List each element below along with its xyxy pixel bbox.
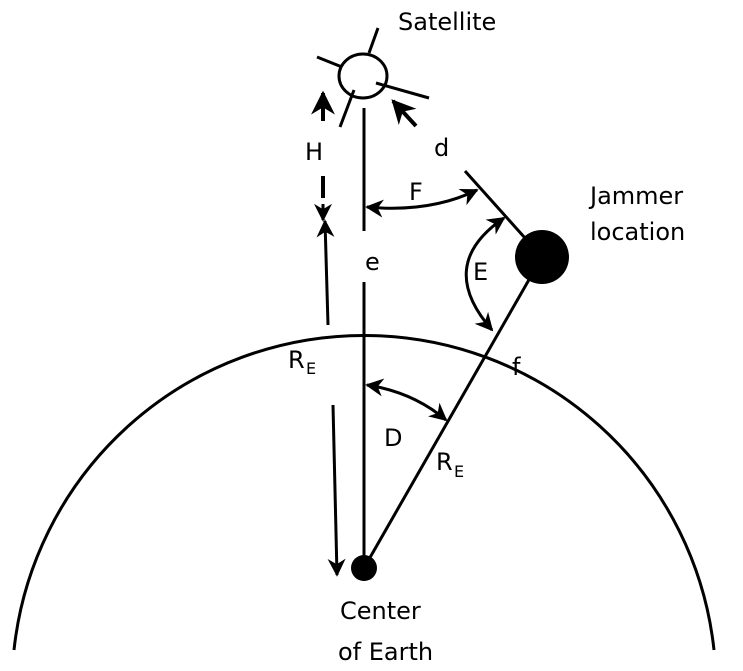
earth-center-dot [351, 555, 377, 581]
angle-f-label: F [409, 178, 423, 206]
satellite-icon [316, 27, 430, 128]
e-label: e [365, 248, 380, 276]
angle-f-arc [365, 188, 479, 218]
satellite-pointer-arrow [391, 99, 418, 128]
height-label: H [305, 138, 323, 166]
jammer-location-dot [515, 230, 569, 284]
jammer-label-line2: location [590, 218, 685, 246]
satellite-label: Satellite [398, 8, 496, 36]
angle-d-arc [365, 378, 448, 422]
center-label-line2: of Earth [338, 638, 433, 666]
radius-left-label: R [288, 346, 305, 374]
radius-arrow-up [316, 219, 335, 326]
angle-e-label: E [473, 258, 488, 286]
d-label: d [434, 134, 449, 162]
angle-e-arc [464, 216, 506, 332]
radius-right-label: R [436, 448, 453, 476]
jammer-label-line1: Jammer [588, 182, 683, 210]
radius-arrow-down [327, 404, 346, 577]
radius-left-subscript: E [306, 359, 316, 378]
angle-d-label: D [384, 424, 402, 452]
line-f [362, 256, 544, 569]
f-label: f [512, 353, 521, 381]
center-label-line1: Center [340, 597, 421, 625]
radius-right-subscript: E [454, 462, 464, 481]
